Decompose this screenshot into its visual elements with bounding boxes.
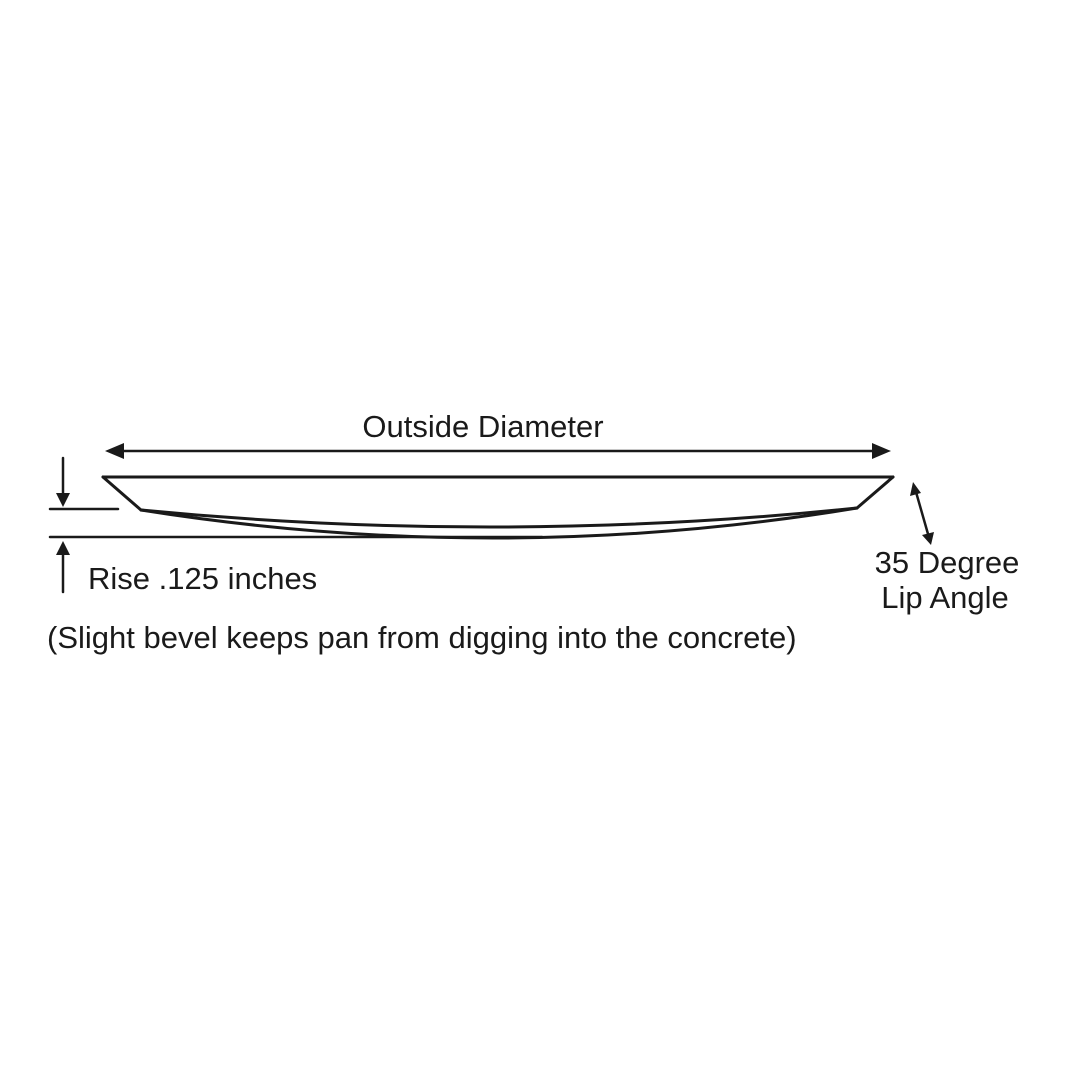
lip-angle-arrow-line [914, 490, 930, 536]
pan-cross-section [101, 475, 895, 540]
bevel-note-label: (Slight bevel keeps pan from digging int… [47, 620, 797, 655]
lip-angle-label-line1: 35 Degree [875, 545, 1020, 580]
outside-diameter-left-arrowhead [105, 443, 124, 459]
dimension-lines [48, 449, 930, 594]
pan-bottom-outer-curve [139, 506, 859, 540]
lip-angle-bottom-arrowhead [922, 532, 934, 545]
arrowheads [56, 443, 934, 555]
pan-left-lip-bevel [101, 475, 143, 512]
outside-diameter-label: Outside Diameter [362, 409, 603, 444]
pan-bottom-inner-curve [139, 506, 859, 529]
rise-label: Rise .125 inches [88, 561, 317, 596]
rise-down-arrowhead [56, 493, 70, 507]
outside-diameter-right-arrowhead [872, 443, 891, 459]
lip-angle-top-arrowhead [910, 482, 921, 496]
diagram-labels: Outside Diameter Rise .125 inches (Sligh… [47, 409, 1019, 655]
pan-right-lip-bevel [855, 475, 895, 510]
rise-up-arrowhead [56, 541, 70, 555]
lip-angle-label-line2: Lip Angle [881, 580, 1009, 615]
